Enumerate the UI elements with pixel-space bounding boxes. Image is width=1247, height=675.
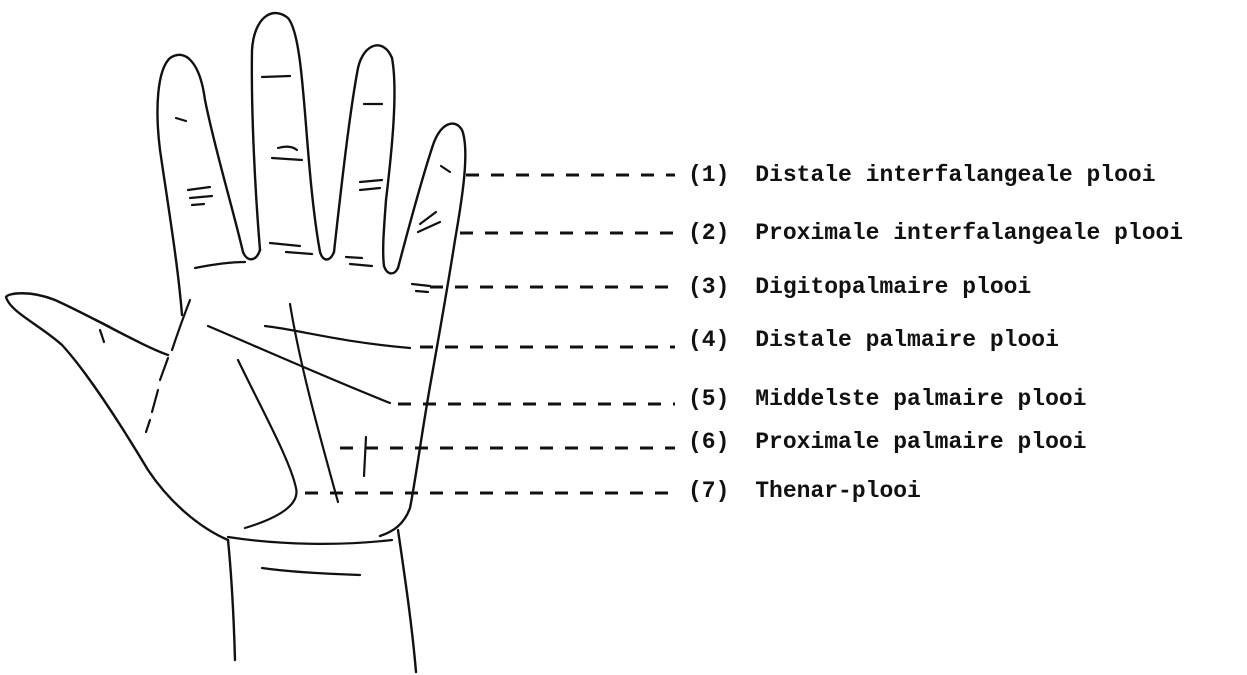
label-3: (3) Digitopalmaire plooi	[688, 274, 1031, 300]
label-7-text: Thenar-plooi	[755, 478, 921, 504]
crease-marks	[96, 76, 450, 528]
label-1-text: Distale interfalangeale plooi	[755, 162, 1155, 188]
label-6-number: (6)	[688, 429, 729, 455]
label-4: (4) Distale palmaire plooi	[688, 327, 1059, 353]
label-5-number: (5)	[688, 386, 729, 412]
label-3-number: (3)	[688, 274, 729, 300]
label-7: (7) Thenar-plooi	[688, 478, 921, 504]
label-1-number: (1)	[688, 162, 729, 188]
label-2-text: Proximale interfalangeale plooi	[755, 220, 1183, 246]
label-2-number: (2)	[688, 220, 729, 246]
label-7-number: (7)	[688, 478, 729, 504]
label-5-text: Middelste palmaire plooi	[755, 386, 1086, 412]
label-6-text: Proximale palmaire plooi	[755, 429, 1086, 455]
label-5: (5) Middelste palmaire plooi	[688, 386, 1087, 412]
label-4-text: Distale palmaire plooi	[755, 327, 1059, 353]
label-2: (2) Proximale interfalangeale plooi	[688, 220, 1183, 246]
labels: (1) Distale interfalangeale plooi (2) Pr…	[688, 162, 1183, 504]
hand-outline	[6, 13, 465, 672]
label-4-number: (4)	[688, 327, 729, 353]
label-6: (6) Proximale palmaire plooi	[688, 429, 1087, 455]
leader-lines	[305, 175, 675, 493]
label-3-text: Digitopalmaire plooi	[755, 274, 1031, 300]
label-1: (1) Distale interfalangeale plooi	[688, 162, 1156, 188]
